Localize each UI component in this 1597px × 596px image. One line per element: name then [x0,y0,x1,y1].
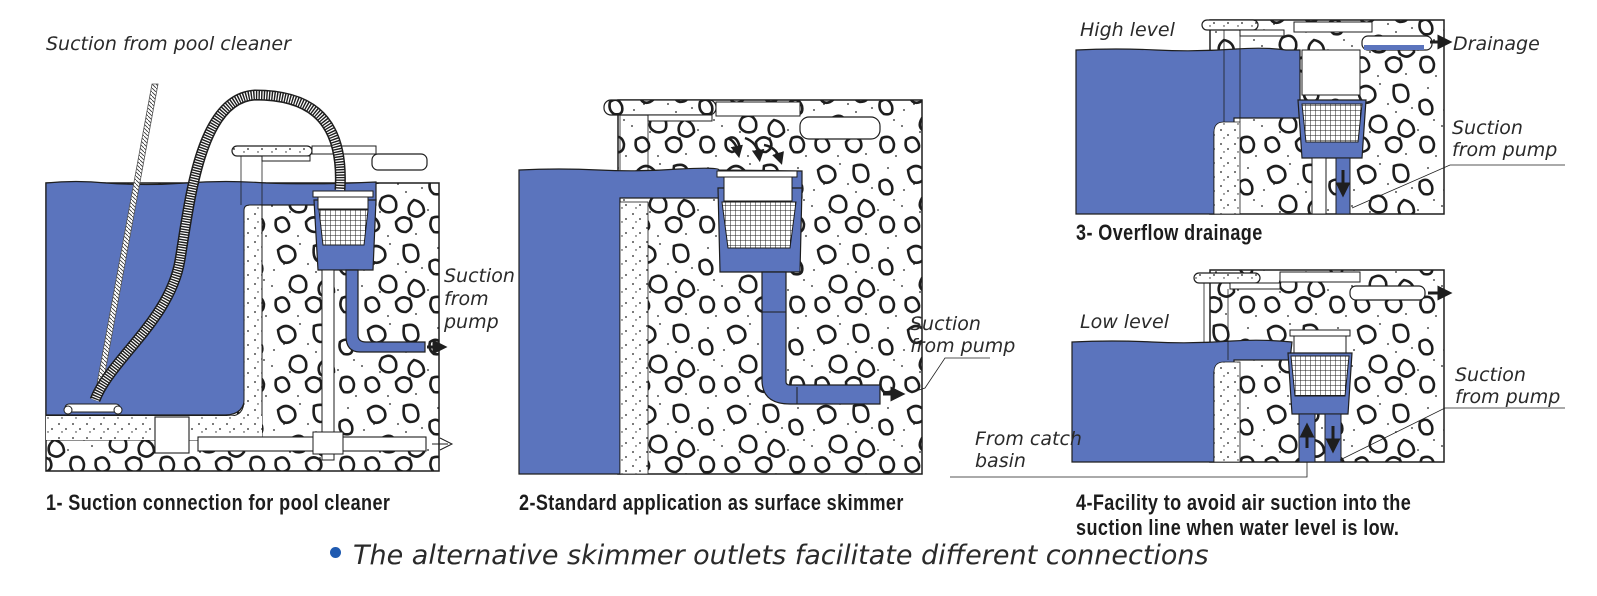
label-suction-from-pump-3: Suction from pump [1452,117,1558,161]
diagram-4-air-suction-facility [950,269,1565,478]
cleaner-hose [89,89,346,403]
label-suction-from-pool-cleaner: Suction from pool cleaner [46,33,291,55]
pool-water [1075,47,1301,215]
label-suction-from-pump-2: Suction from pump [910,313,1016,357]
caption-diagram-4: 4-Facility to avoid air suction into the… [1076,490,1412,540]
diagram-3-overflow-drainage [1075,19,1565,215]
footer-note: The alternative skimmer outlets facilita… [330,540,1209,571]
caption-diagram-3: 3- Overflow drainage [1076,220,1263,245]
label-low-level: Low level [1080,311,1169,333]
label-drainage: Drainage [1453,33,1540,55]
caption-diagram-1: 1- Suction connection for pool cleaner [46,490,391,515]
label-suction-from-pump-4: Suction from pump [1455,364,1561,408]
diagram-2-surface-skimmer [518,99,990,475]
label-high-level: High level [1080,19,1175,41]
pool-water [518,167,803,475]
caption-diagram-2: 2-Standard application as surface skimme… [519,490,904,515]
pool-water [1071,339,1293,463]
footer-text: The alternative skimmer outlets facilita… [353,540,1209,571]
diagram-1-pool-cleaner [45,83,454,472]
label-from-catch-basin: From catch basin [975,428,1082,472]
bullet-icon [330,547,341,558]
cleaner-head [64,403,121,413]
label-suction-from-pump-1: Suction from pump [444,265,515,333]
